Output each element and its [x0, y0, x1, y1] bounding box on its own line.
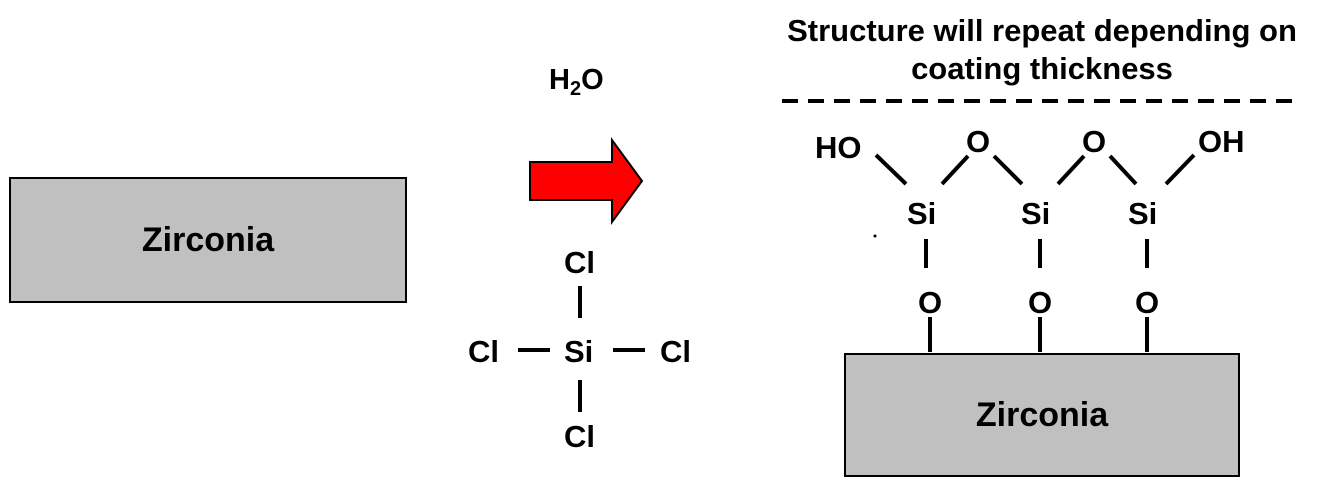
product-title: Structure will repeat depending on coati…: [756, 12, 1328, 88]
precursor-cl-left: Cl: [468, 334, 499, 369]
bond-si2-o2: [1056, 154, 1086, 186]
silicon-2: Si: [1021, 196, 1051, 231]
precursor-cl-top: Cl: [564, 245, 595, 280]
substrate-label-left: Zirconia: [141, 220, 275, 259]
reaction-arrow: [529, 136, 644, 226]
precursor-cl-bottom: Cl: [564, 419, 595, 454]
bond-o1-si2: [992, 154, 1024, 186]
bond-o2-si3: [1108, 154, 1138, 186]
bond-si1-o1: [940, 154, 970, 186]
zirconia-substrate-left: Zirconia: [9, 177, 407, 303]
terminal-hydroxyl-right: OH: [1198, 124, 1245, 159]
bond-ho-si1: [874, 153, 908, 186]
silicon-1: Si: [907, 196, 937, 231]
bond-si3-oh: [1164, 153, 1196, 186]
reagent-h: H: [549, 64, 570, 96]
precursor-cl-right: Cl: [660, 334, 691, 369]
stray-dot: [873, 234, 877, 238]
reagent-o: O: [581, 64, 604, 96]
zirconia-substrate-right: Zirconia: [844, 353, 1240, 477]
reagent-subscript: 2: [569, 78, 582, 100]
anchor-oxygen-1: O: [918, 285, 943, 320]
bridge-oxygen-1: O: [966, 124, 991, 159]
silicon-3: Si: [1128, 196, 1158, 231]
anchor-oxygen-3: O: [1135, 285, 1160, 320]
product-title-line2: coating thickness: [911, 51, 1173, 86]
reagent-water: H2O: [549, 64, 604, 100]
product-title-line1: Structure will repeat depending on: [787, 13, 1297, 48]
precursor-si: Si: [564, 334, 594, 369]
substrate-label-right: Zirconia: [975, 395, 1109, 434]
anchor-oxygen-2: O: [1028, 285, 1053, 320]
bridge-oxygen-2: O: [1082, 124, 1107, 159]
terminal-hydroxyl-left: HO: [815, 130, 862, 165]
